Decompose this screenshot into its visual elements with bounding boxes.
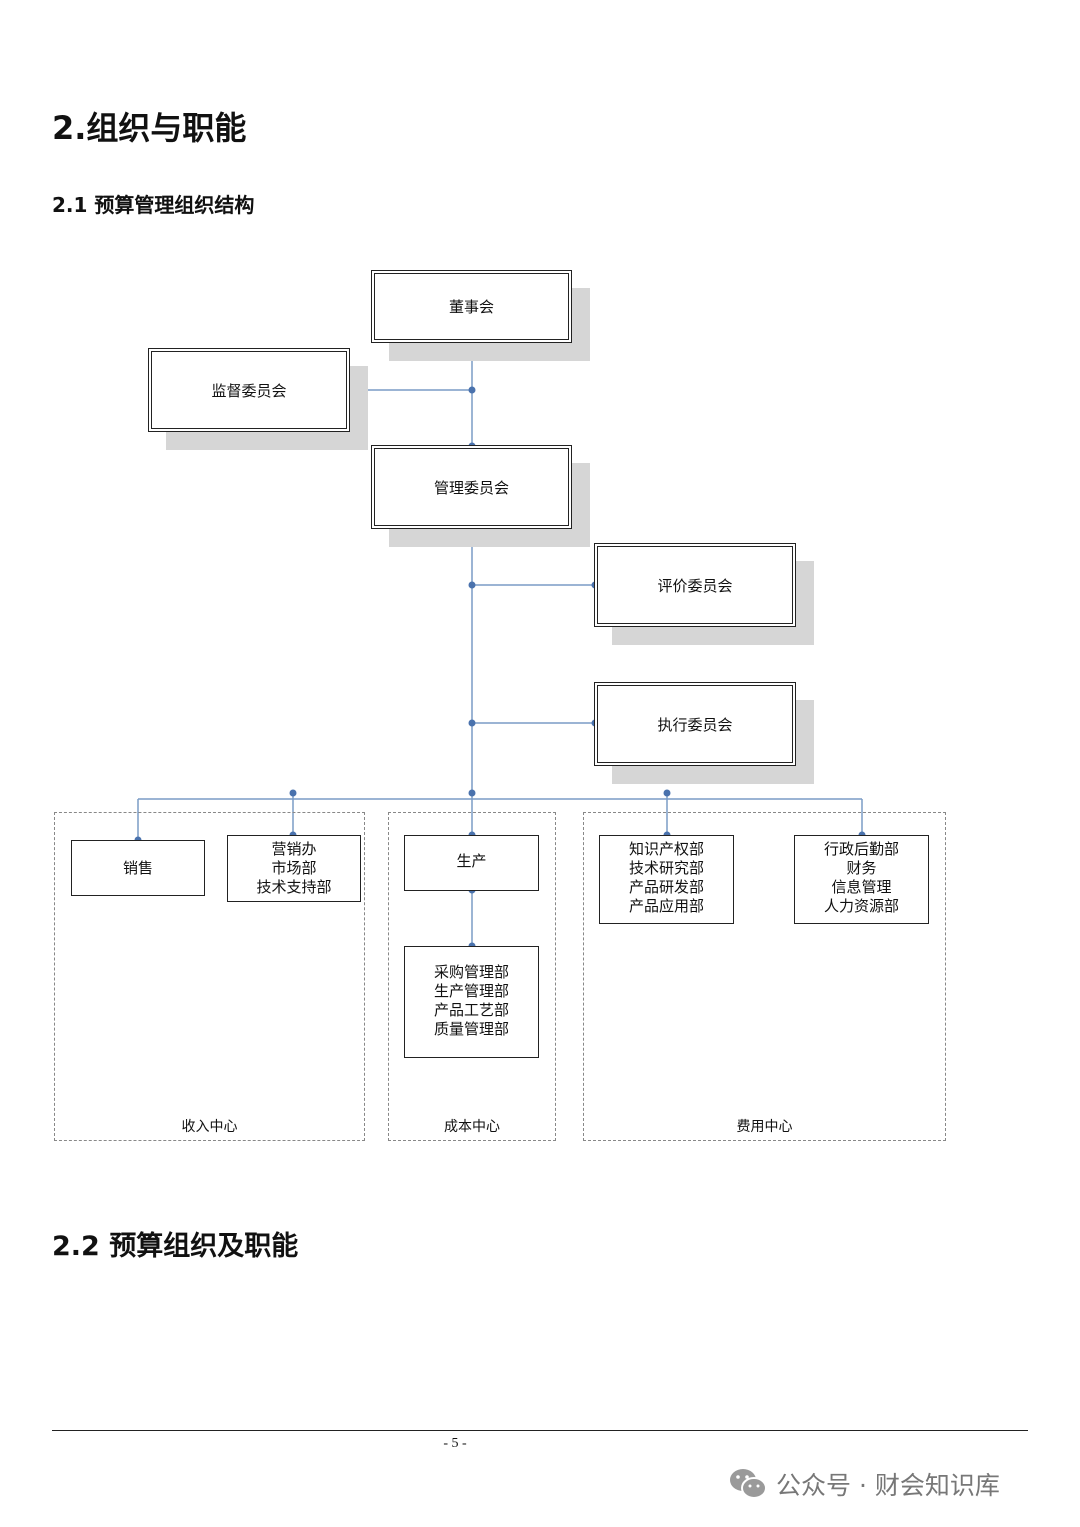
board-label: 董事会 [448,298,494,316]
connector-dot [663,789,671,797]
dept-line: 营销办 [271,840,317,858]
expense-center-label: 费用中心 [736,1119,793,1135]
management-committee-box: 管理委员会 [371,445,572,529]
dept-line: 行政后勤部 [823,840,899,858]
dept-line: 产品应用部 [628,897,704,915]
connector-dot [468,789,476,797]
connector-dot [289,789,297,797]
dept-line: 市场部 [271,859,317,877]
management-committee-label: 管理委员会 [433,478,509,497]
dept-line: 生产 [456,852,487,870]
board-box: 董事会 [371,270,572,343]
expense-center-group [583,812,946,1141]
footer-divider [52,1430,1028,1431]
supervisory-committee-label: 监督委员会 [211,381,287,400]
section-title-2-1: 2.1 预算管理组织结构 [52,193,255,217]
page-number: - 5 - [443,1436,467,1451]
evaluation-committee-label: 评价委员会 [657,576,733,595]
dept-line: 技术研究部 [628,859,704,877]
dept-line: 生产管理部 [433,982,509,1000]
sales-box: 销售 [71,840,205,896]
execution-committee-box: 执行委员会 [594,682,796,766]
cost-center-label: 成本中心 [444,1119,500,1135]
marketing-box: 营销办 市场部 技术支持部 [227,835,361,902]
dept-line: 人力资源部 [823,897,899,915]
dept-line: 质量管理部 [433,1020,509,1038]
revenue-center-group [54,812,365,1141]
wechat-icon [730,1469,767,1499]
section-title-2-2: 2.2 预算组织及职能 [52,1231,299,1262]
connector-dot [468,719,476,727]
execution-committee-label: 执行委员会 [657,715,733,734]
supervisory-committee-box: 监督委员会 [148,348,350,432]
production-depts-box: 采购管理部 生产管理部 产品工艺部 质量管理部 [404,946,539,1058]
admin-depts-box: 行政后勤部 财务 信息管理 人力资源部 [794,835,929,924]
dept-line: 财务 [846,859,877,877]
page-title: 2.组织与职能 [52,109,247,147]
watermark-text: 公众号 · 财会知识库 [776,1471,1000,1500]
dept-line: 销售 [122,858,153,877]
connector-dot [468,581,476,589]
dept-line: 产品研发部 [628,878,704,896]
revenue-center-label: 收入中心 [181,1119,238,1135]
cost-center-group [388,812,556,1141]
dept-line: 信息管理 [831,878,892,896]
dept-line: 产品工艺部 [433,1001,509,1019]
tech-depts-box: 知识产权部 技术研究部 产品研发部 产品应用部 [599,835,734,924]
dept-line: 知识产权部 [628,840,704,858]
watermark: 公众号 · 财会知识库 [728,1464,1000,1504]
evaluation-committee-box: 评价委员会 [594,543,796,627]
dept-line: 技术支持部 [256,878,332,896]
connector-dot [468,386,476,394]
dept-line: 采购管理部 [433,963,509,981]
production-box: 生产 [404,835,539,891]
